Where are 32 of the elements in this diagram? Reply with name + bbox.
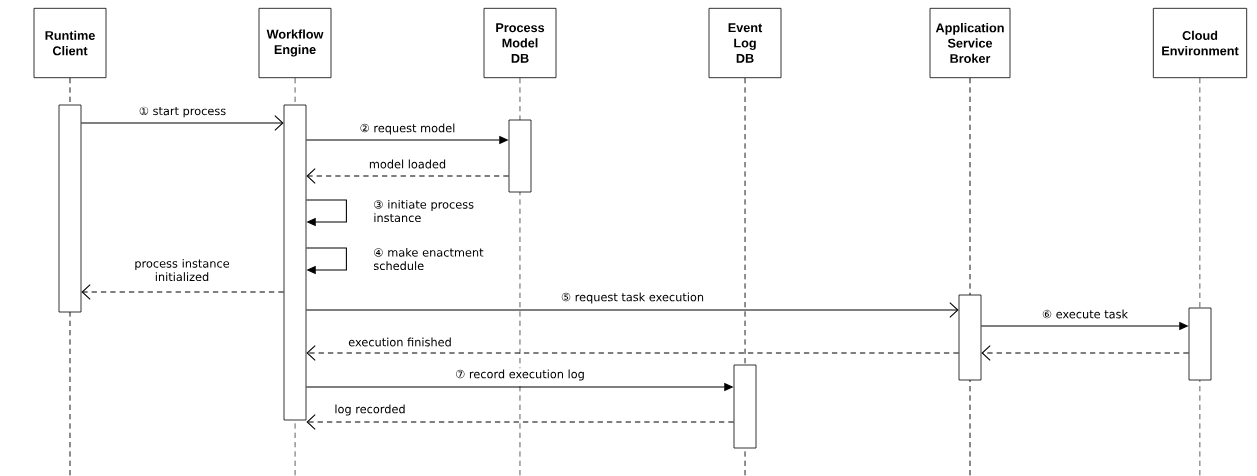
message-label: ③ initiate process instance <box>374 199 474 223</box>
participant-box: Process Model DB <box>483 7 557 79</box>
message-arrow <box>305 302 959 318</box>
message-label: execution finished <box>348 337 451 347</box>
message-label: model loaded <box>369 159 446 169</box>
message-arrow <box>80 115 284 131</box>
activation-bar <box>1188 307 1212 381</box>
participant-box: Cloud Environment <box>1152 7 1248 79</box>
participant-box: Event Log DB <box>708 7 782 79</box>
message-label: ④ make enactment schedule <box>373 247 484 271</box>
message-arrow <box>306 345 960 361</box>
activation-bar <box>58 104 82 313</box>
message-label: ⑦ record execution log <box>456 369 584 381</box>
message-label: ⑥ execute task <box>1042 309 1129 319</box>
activation-bar <box>283 104 307 421</box>
message-arrow <box>306 168 510 184</box>
participant-box: Application Service Broker <box>929 7 1011 79</box>
participant-box: Workflow Engine <box>258 7 332 79</box>
participant-box: Runtime Client <box>33 7 107 79</box>
message-arrow <box>81 284 285 300</box>
message-arrow <box>306 414 735 430</box>
message-label: process instance initialized <box>135 258 230 282</box>
message-label: log recorded <box>335 404 405 416</box>
activation-bar <box>958 294 982 381</box>
message-arrow <box>305 199 347 227</box>
activation-bar <box>508 119 532 193</box>
message-arrow <box>305 247 347 275</box>
message-label: ② request model <box>360 123 455 135</box>
message-arrow <box>981 345 1190 361</box>
message-label: ① start process <box>139 106 226 118</box>
message-label: ⑤ request task execution <box>561 292 704 304</box>
activation-bar <box>733 364 757 449</box>
